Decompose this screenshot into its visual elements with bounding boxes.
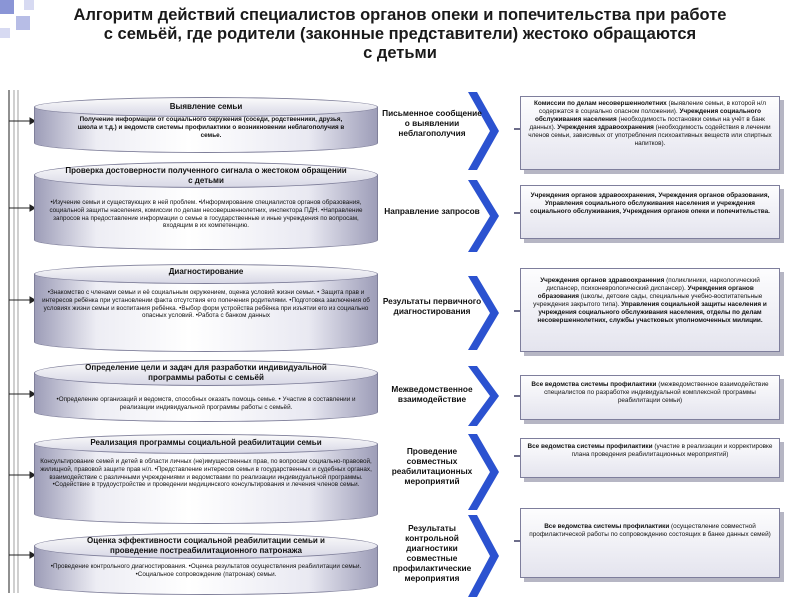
stage-text: •Изучение семьи и существующих в ней про… [49, 199, 363, 230]
agency-name: Комиссии по делам несовершеннолетних [533, 100, 667, 107]
stage-text: •Определение организаций и ведомств, спо… [56, 396, 356, 411]
title-line-3: с детьми [363, 44, 437, 62]
agency-box-text: Учреждения органов здравоохранения, Учре… [520, 185, 780, 239]
stage-title: Реализация программы социальной реабилит… [90, 438, 322, 447]
timeline-bar [8, 90, 36, 593]
stage-text: Консультирование семей и детей в области… [40, 458, 372, 489]
stage-text: •Проведение контрольного диагностировани… [50, 563, 362, 578]
title-line-2: с семьёй, где родители (законные предста… [103, 25, 697, 43]
stage-rehabilitation: Реализация программы социальной реабилит… [34, 434, 378, 526]
connector [514, 128, 522, 130]
agency-box-text: Все ведомства системы профилактики (учас… [520, 438, 780, 478]
agency-note: (поликлиники, наркологический диспансер,… [546, 277, 760, 292]
arrow-control-diagnostics: Результаты контрольной диагностики совме… [382, 515, 500, 597]
agency-box-text: Все ведомства системы профилактики (осущ… [520, 508, 780, 578]
arrow-label: Направление запросов [384, 206, 480, 216]
arrow-label: Межведомственное взаимодействие [391, 384, 473, 404]
agency-name: Учреждения органов образования [537, 284, 754, 300]
connector [514, 540, 522, 542]
stage-title: Выявление семьи [169, 102, 243, 111]
agency-name: Все ведомства системы профилактики [531, 381, 657, 388]
agency-box-4: Все ведомства системы профилактики (межв… [520, 375, 784, 424]
agency-name: Все ведомства системы профилактики [544, 523, 670, 530]
agency-box-1: Комиссии по делам несовершеннолетних (вы… [520, 96, 784, 174]
agency-note: (осуществление совместной профилактическ… [529, 523, 771, 538]
stage-text: •Знакомство с членами семьи и её социаль… [42, 289, 370, 320]
agency-note: (межведомственное взаимодействие специал… [544, 381, 769, 404]
stage-detection: Выявление семьи Получение информации от … [34, 97, 378, 155]
arrow-label: Письменное сообщение о выявлении неблаго… [382, 108, 482, 138]
agency-box-text: Учреждения органов здравоохранения (поли… [520, 268, 780, 352]
arrow-joint-rehab: Проведение совместных реабилитационных м… [382, 434, 500, 510]
agency-note: (необходимость содействия в лечении член… [528, 123, 772, 147]
arrow-interagency: Межведомственное взаимодействие [382, 366, 500, 426]
agency-note: (необходимость постановки семьи на учёт … [529, 115, 765, 131]
stage-diagnostics: Диагностирование •Знакомство с членами с… [34, 264, 378, 354]
agency-box-text: Все ведомства системы профилактики (межв… [520, 375, 780, 420]
agency-name: Учреждения органов здравоохранения [540, 277, 665, 284]
corner-decoration [0, 0, 40, 40]
title-line-1: Алгоритм действий специалистов органов о… [73, 6, 727, 24]
stage-title: Диагностирование [168, 267, 244, 276]
arrow-requests: Направление запросов [382, 180, 500, 252]
stage-title: Оценка эффективности социальной реабилит… [87, 536, 325, 555]
agency-note: (выявление семьи, в которой н/л содержат… [538, 100, 766, 115]
stage-evaluation: Оценка эффективности социальной реабилит… [34, 533, 378, 597]
page-title: Алгоритм действий специалистов органов о… [70, 6, 730, 63]
stage-text: Получение информации от социального окру… [77, 116, 345, 139]
agency-name: Учреждения органов здравоохранения, Учре… [530, 192, 770, 215]
stage-verification: Проверка достоверности полученного сигна… [34, 162, 378, 252]
agency-box-6: Все ведомства системы профилактики (осущ… [520, 508, 784, 582]
agency-box-3: Учреждения органов здравоохранения (поли… [520, 268, 784, 356]
arrow-label: Результаты контрольной диагностики совме… [392, 523, 472, 583]
agency-name: Учреждения социального обслуживания насе… [535, 107, 762, 123]
arrow-written-report: Письменное сообщение о выявлении неблаго… [382, 92, 500, 170]
arrow-label: Проведение совместных реабилитационных м… [391, 446, 473, 486]
agency-note: (участие в реализации и корректировке пл… [571, 443, 773, 458]
stage-goals: Определение цели и задач для разработки … [34, 360, 378, 424]
connector [514, 395, 522, 397]
agency-name: Учреждения здравоохранения [557, 123, 654, 131]
agency-box-2: Учреждения органов здравоохранения, Учре… [520, 185, 784, 243]
connector [514, 455, 522, 457]
agency-box-text: Комиссии по делам несовершеннолетних (вы… [520, 96, 780, 170]
agency-name: Управления социальной защиты населения и… [537, 300, 767, 324]
agency-box-5: Все ведомства системы профилактики (учас… [520, 438, 784, 482]
connector [514, 310, 522, 312]
stage-title: Проверка достоверности полученного сигна… [65, 166, 347, 185]
connector [514, 212, 522, 214]
agency-name: Все ведомства системы профилактики [527, 443, 653, 450]
arrow-primary-diagnostics: Результаты первичного диагностирования [382, 276, 500, 350]
stage-title: Определение цели и задач для разработки … [85, 363, 327, 382]
agency-note: (школы, детские сады, специальные учебно… [533, 292, 763, 308]
arrow-label: Результаты первичного диагностирования [382, 296, 482, 316]
